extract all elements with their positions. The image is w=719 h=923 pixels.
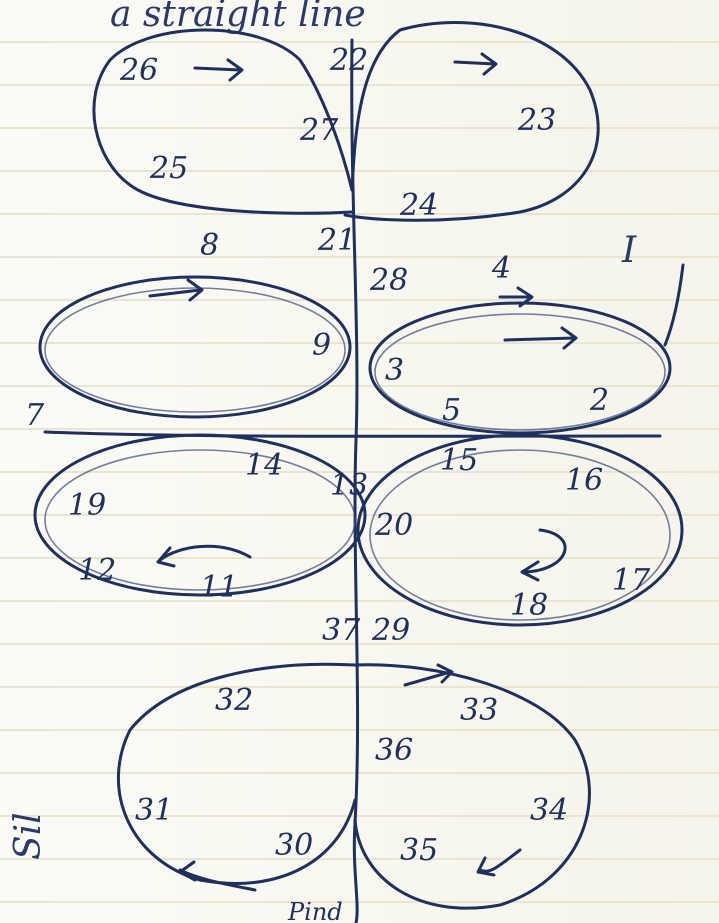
label-37: 37 (322, 613, 361, 648)
arrow-top-left (195, 60, 242, 80)
label-20: 20 (374, 508, 413, 543)
label-25: 25 (149, 151, 188, 186)
label-22: 22 (329, 43, 368, 78)
arrow-bottom-left (180, 862, 255, 890)
label-24: 24 (399, 188, 438, 223)
label-16: 16 (565, 463, 603, 498)
loop-upper-left (40, 277, 350, 417)
loop-upper-right-trace (375, 314, 665, 430)
arrow-bottom-right (478, 850, 520, 875)
label-19: 19 (68, 488, 106, 523)
label-17: 17 (612, 563, 651, 598)
loop-top-right (345, 23, 598, 221)
label-32: 32 (215, 683, 253, 718)
arrow-lower-left (158, 546, 250, 566)
label-31: 31 (135, 793, 173, 828)
label-21: 21 (317, 223, 356, 258)
label-13: 13 (330, 468, 368, 503)
label-14: 14 (245, 448, 283, 483)
loop-upper-right (370, 303, 670, 433)
label-30: 30 (275, 828, 313, 863)
label-15: 15 (440, 443, 478, 478)
label-9: 9 (312, 328, 331, 363)
arrow-lower-right (522, 530, 565, 580)
label-34: 34 (530, 793, 568, 828)
label-18: 18 (510, 588, 548, 623)
label-26: 26 (119, 53, 158, 88)
label-33: 33 (460, 693, 498, 728)
label-27: 27 (299, 113, 339, 148)
label-2: 2 (589, 383, 609, 418)
label-3: 3 (385, 353, 404, 388)
label-5: 5 (442, 393, 461, 428)
start-stroke (665, 265, 683, 345)
loop-upper-left-trace (45, 288, 345, 412)
label-7: 7 (25, 398, 45, 433)
label-23: 23 (517, 103, 556, 138)
label-11: 11 (200, 570, 238, 605)
arrow-upper-right (505, 328, 576, 348)
arrow-top-right (455, 54, 496, 74)
label-8: 8 (200, 228, 219, 263)
label-4: 4 (491, 251, 511, 286)
label-35: 35 (400, 833, 438, 868)
horizontal-line (45, 432, 660, 436)
label-12: 12 (78, 553, 116, 588)
label-36: 36 (375, 733, 413, 768)
label-28: 28 (369, 263, 408, 298)
start-mark: I (621, 230, 637, 271)
header-text: a straight line (110, 0, 366, 35)
label-29: 29 (371, 613, 410, 648)
bottom-text: Pind (287, 898, 343, 923)
side-text: Sil (8, 812, 49, 860)
